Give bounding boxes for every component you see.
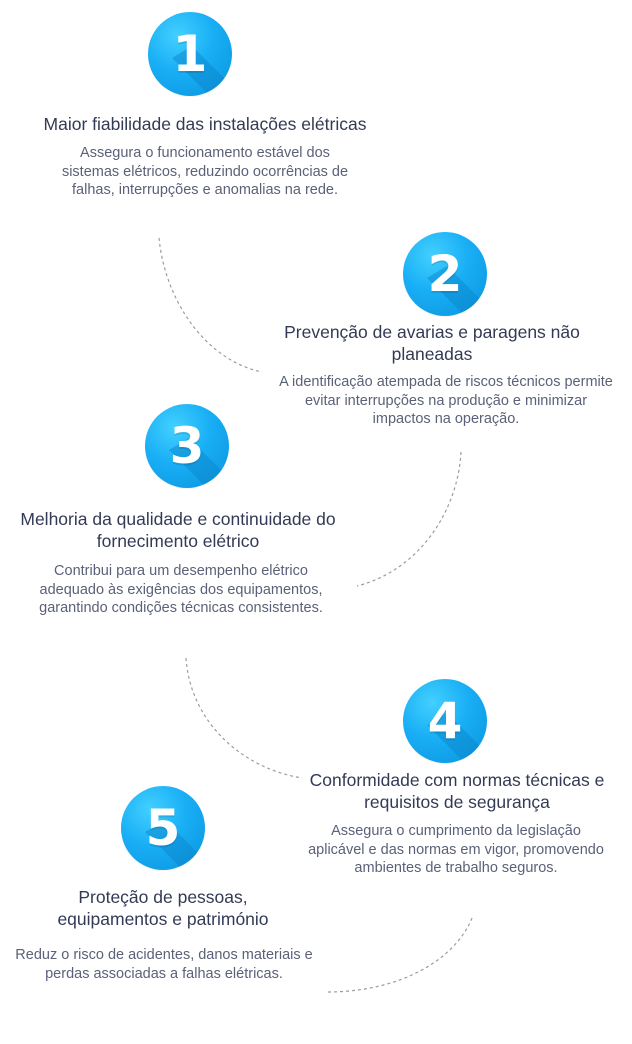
step-5-number: 5: [145, 799, 181, 857]
badge-long-shadow: [427, 266, 487, 316]
step-4-badge: 4: [403, 679, 487, 763]
step-2-title: Prevenção de avarias e paragens não plan…: [284, 322, 580, 364]
step-4-number: 4: [427, 692, 463, 750]
step-1-number: 1: [172, 25, 208, 83]
badge-long-shadow: [169, 438, 229, 488]
badge-long-shadow: [427, 713, 487, 763]
step-3-description: Contribui para um desempenho elétrico ad…: [39, 563, 323, 616]
connector-1-2: [158, 237, 263, 373]
step-2-number: 2: [427, 245, 463, 303]
step-3-number: 3: [169, 417, 205, 475]
step-1-badge: 1: [148, 12, 232, 96]
step-1-description: Assegura o funcionamento estável dos sis…: [61, 145, 349, 198]
step-5-description: Reduz o risco de acidentes, danos materi…: [15, 947, 313, 982]
badge-long-shadow: [172, 46, 232, 96]
step-2-badge: 2: [403, 232, 487, 316]
connector-2-3: [356, 451, 462, 587]
step-3-title: Melhoria da qualidade e continuidade do …: [20, 509, 336, 551]
step-5-title: Proteção de pessoas, equipamentos e patr…: [57, 887, 269, 929]
step-4-title: Conformidade com normas técnicas e requi…: [309, 770, 605, 812]
step-4-description: Assegura o cumprimento da legislação apl…: [308, 823, 604, 876]
step-1-title: Maior fiabilidade das instalações elétri…: [43, 114, 367, 134]
step-3-badge: 3: [145, 404, 229, 488]
connector-3-4: [185, 657, 303, 779]
badge-long-shadow: [145, 820, 205, 870]
connector-4-5: [326, 917, 473, 993]
step-5-badge: 5: [121, 786, 205, 870]
step-2-description: A identificação atempada de riscos técni…: [279, 374, 613, 427]
